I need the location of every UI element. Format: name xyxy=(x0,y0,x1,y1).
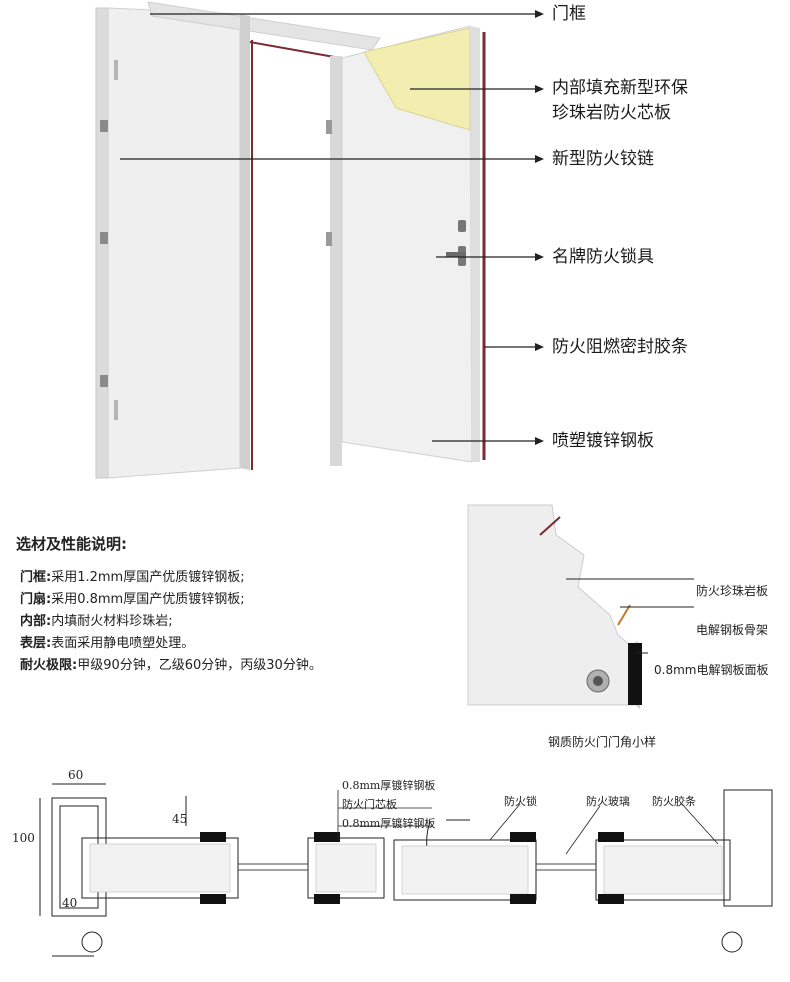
spec-value: 甲级90分钟，乙级60分钟，丙级30分钟。 xyxy=(77,658,322,673)
callout-core: 内部填充新型环保 珍珠岩防火芯板 xyxy=(552,76,688,126)
section-layer-core: 防火门芯板 xyxy=(342,798,397,811)
dim-100: 100 xyxy=(12,831,35,845)
spec-line: 耐火极限:甲级90分钟，乙级60分钟，丙级30分钟。 xyxy=(20,654,322,676)
callout-frame: 门框 xyxy=(552,4,586,24)
section-part-glass: 防火玻璃 xyxy=(586,795,630,808)
specs-list: 门框:采用1.2mm厚国产优质镀锌钢板; 门扇:采用0.8mm厚国产优质镀锌钢板… xyxy=(20,566,322,676)
section-svg xyxy=(39,783,773,957)
spec-value: 内填耐火材料珍珠岩; xyxy=(51,614,173,629)
callout-panel: 喷塑镀锌钢板 xyxy=(552,431,654,451)
spec-value: 采用0.8mm厚国产优质镀锌钢板; xyxy=(51,592,245,607)
spec-key: 门扇: xyxy=(20,592,52,607)
spec-key: 耐火极限: xyxy=(20,658,78,673)
callout-core-line1: 内部填充新型环保 xyxy=(552,78,688,98)
leader-arrows xyxy=(535,10,544,445)
spec-value: 表面采用静电喷塑处理。 xyxy=(51,636,195,651)
corner-sample xyxy=(460,495,790,735)
spec-line: 表层:表面采用静电喷塑处理。 xyxy=(20,632,322,654)
left-door-leaf xyxy=(95,7,241,479)
dim-40: 40 xyxy=(62,896,78,910)
dim-45: 45 xyxy=(172,812,188,826)
sample-label-skeleton: 电解钢板骨架 xyxy=(696,623,769,637)
section-part-lock: 防火锁 xyxy=(504,795,537,808)
spec-line: 门框:采用1.2mm厚国产优质镀锌钢板; xyxy=(20,566,322,588)
specs-title: 选材及性能说明: xyxy=(16,535,127,553)
sample-label-pearlite: 防火珍珠岩板 xyxy=(696,584,769,598)
spec-key: 内部: xyxy=(20,614,52,629)
section-part-seal: 防火胶条 xyxy=(652,795,696,808)
corner-sample-drawing xyxy=(467,504,694,709)
door-illustration xyxy=(0,0,790,490)
door-drawing xyxy=(95,1,544,479)
callout-seal: 防火阻燃密封胶条 xyxy=(552,337,688,357)
spec-line: 内部:内填耐火材料珍珠岩; xyxy=(20,610,322,632)
dim-60: 60 xyxy=(68,768,84,782)
section-layer-steel-2: 0.8mm厚镀锌钢板 xyxy=(342,817,436,830)
callout-hinge: 新型防火铰链 xyxy=(552,149,654,169)
leader-lines xyxy=(120,13,535,442)
sample-label-panel: 0.8mm电解钢板面板 xyxy=(654,663,769,677)
spec-value: 采用1.2mm厚国产优质镀锌钢板; xyxy=(51,570,245,585)
sample-caption: 钢质防火门门角小样 xyxy=(548,735,657,749)
callout-core-line2: 珍珠岩防火芯板 xyxy=(552,103,671,123)
spec-key: 门框: xyxy=(20,570,52,585)
section-drawing xyxy=(0,760,790,978)
section-layer-steel-1: 0.8mm厚镀锌钢板 xyxy=(342,779,436,792)
callout-lock: 名牌防火锁具 xyxy=(552,247,654,267)
spec-key: 表层: xyxy=(20,636,52,651)
spec-line: 门扇:采用0.8mm厚国产优质镀锌钢板; xyxy=(20,588,322,610)
open-door-leaf xyxy=(341,25,486,463)
